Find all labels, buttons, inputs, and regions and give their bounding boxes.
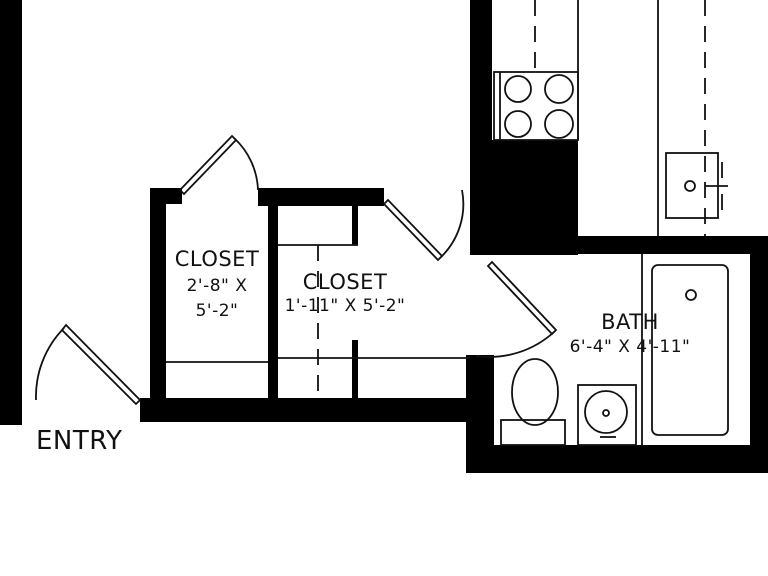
toilet-bowl <box>511 358 559 426</box>
wall-closet-top-a <box>150 188 182 204</box>
burner-2 <box>544 74 574 104</box>
entry-door-leaf <box>60 323 142 406</box>
vanity-drain <box>602 409 610 417</box>
doors <box>35 134 558 406</box>
closet-left-dim-line1: 2'-8" X <box>186 276 248 296</box>
bath-door-swing <box>475 331 555 358</box>
closet-left-door-swing <box>233 137 259 191</box>
thin-lines <box>166 0 729 446</box>
wall-stub-lower <box>352 340 358 400</box>
kitchen-sink-drain <box>684 180 696 192</box>
vanity <box>577 384 637 446</box>
stove <box>493 71 579 141</box>
wall-closet-partition <box>268 205 278 400</box>
burner-1 <box>504 75 532 103</box>
closet-mid-dim: 1'-11" X 5'-2" <box>284 296 406 316</box>
closet-mid-door-swing <box>439 189 465 259</box>
bath-dim: 6'-4" X 4'-11" <box>569 337 691 357</box>
wall-kitchen-block <box>492 140 578 255</box>
wall-left-outer <box>0 0 22 425</box>
wall-right-edge <box>750 254 768 454</box>
entry-label: ENTRY <box>36 426 123 456</box>
toilet-tank <box>500 419 566 446</box>
entry-door-swing <box>35 327 65 401</box>
wall-kitchen-left <box>470 0 492 190</box>
wall-kitchen-left-lower <box>470 190 492 255</box>
wall-bath-bottom <box>466 445 768 473</box>
burner-4 <box>544 109 574 139</box>
burner-3 <box>504 110 532 138</box>
wall-kitchen-bath-divider <box>492 236 768 254</box>
wall-closet-top-b <box>258 188 384 206</box>
wall-closet-left-side <box>150 188 166 400</box>
bath-door-leaf <box>486 260 558 336</box>
bathtub <box>651 264 729 436</box>
vanity-basin <box>584 390 628 434</box>
tub-drain <box>685 289 697 301</box>
walls <box>0 0 768 473</box>
closet-mid-name: CLOSET <box>302 270 388 294</box>
closet-mid-door-leaf <box>382 198 444 262</box>
closet-left-door-leaf <box>178 134 238 196</box>
bath-name: BATH <box>601 310 659 334</box>
wall-corridor-bottom <box>140 398 470 422</box>
closet-left-dim-line2: 5'-2" <box>195 301 239 321</box>
wall-stub-upper <box>352 205 358 245</box>
closet-left-name: CLOSET <box>174 247 260 271</box>
